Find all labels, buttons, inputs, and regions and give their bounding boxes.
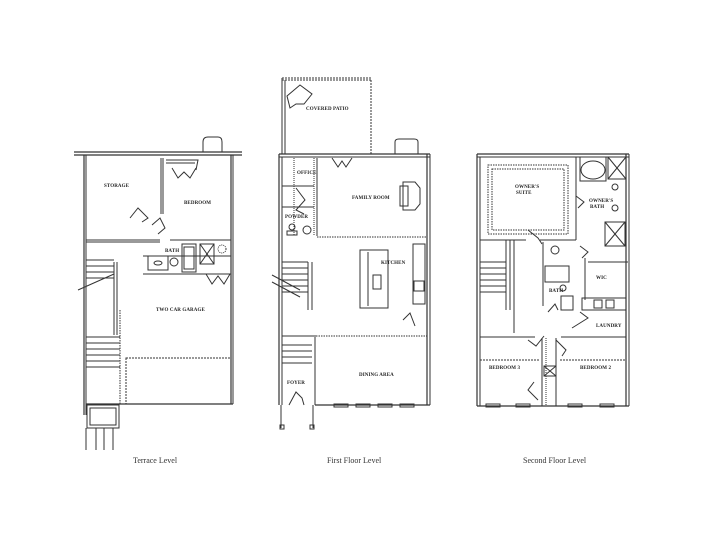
terrace-level-plan [74, 136, 242, 450]
room-label-dining-area: DINING AREA [359, 373, 394, 378]
room-label-bath: BATH [165, 249, 180, 254]
room-label-covered-patio: COVERED PATIO [306, 107, 349, 112]
room-label-wic: WIC [596, 276, 607, 281]
room-label-kitchen: KITCHEN [381, 261, 406, 266]
room-label-powder: POWDER [285, 215, 309, 220]
room-label-bedroom: BEDROOM [184, 201, 212, 206]
room-label-garage: TWO CAR GARAGE [156, 308, 205, 313]
first-floor-plan [271, 77, 431, 430]
caption-second-floor-level: Second Floor Level [523, 456, 587, 465]
room-label-storage: STORAGE [104, 184, 130, 189]
room-label-bedroom-2: BEDROOM 2 [580, 366, 612, 371]
room-label-office: OFFICE [297, 171, 317, 176]
room-label-owners-suite: OWNER'S [515, 185, 540, 190]
caption-terrace-level: Terrace Level [133, 456, 178, 465]
room-label-bedroom-3: BEDROOM 3 [489, 366, 521, 371]
room-label-family-room: FAMILY ROOM [352, 196, 390, 201]
room-label-foyer: FOYER [287, 381, 305, 386]
room-label-bath: BATH [549, 289, 564, 294]
second-floor-plan [476, 153, 630, 408]
room-label-owners-bath-2: BATH [590, 205, 605, 210]
room-label-owners-bath: OWNER'S [589, 199, 614, 204]
caption-first-floor-level: First Floor Level [327, 456, 382, 465]
room-label-owners-suite-2: SUITE [516, 191, 532, 196]
room-label-laundry: LAUNDRY [596, 324, 622, 329]
